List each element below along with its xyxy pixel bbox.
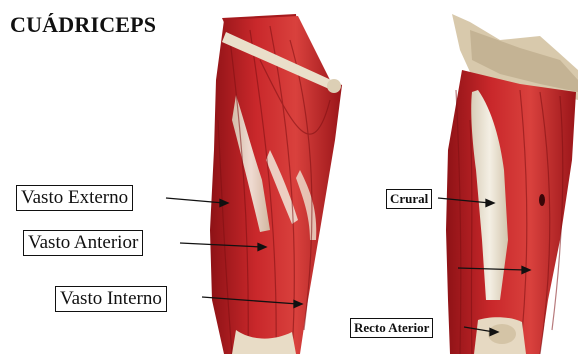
label-recto-aterior: Recto Aterior — [350, 318, 433, 338]
right-notch — [539, 194, 545, 206]
right-muscle-mass — [446, 70, 576, 354]
page-title: CUÁDRICEPS — [10, 12, 156, 38]
left-hip-knob — [327, 79, 341, 93]
label-crural: Crural — [386, 189, 432, 209]
right-thigh-illustration — [446, 14, 578, 354]
label-vasto-externo: Vasto Externo — [16, 185, 133, 211]
label-vasto-anterior: Vasto Anterior — [23, 230, 143, 256]
label-vasto-interno: Vasto Interno — [55, 286, 167, 312]
